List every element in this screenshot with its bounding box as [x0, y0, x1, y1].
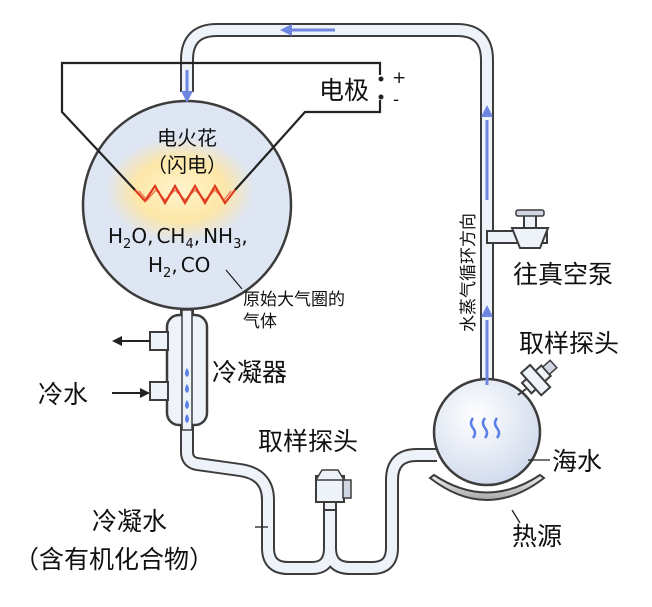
vacuum-valve — [510, 209, 550, 249]
sea-water-flask — [428, 359, 558, 501]
plus-label: + — [392, 68, 406, 88]
steam-wave — [469, 417, 477, 439]
tube-inner — [182, 25, 492, 573]
heat-leader — [511, 509, 521, 524]
glass-tubing — [180, 23, 548, 575]
condenser — [112, 309, 209, 431]
water-drop — [185, 400, 189, 409]
down-flow-arrowhead — [181, 91, 193, 103]
text-labels: 电极 + - 电火花 （闪电） H2O,CH4,NH3, H2,CO 原始大气圈… — [14, 68, 619, 574]
electrode-label: 电极 — [319, 76, 369, 105]
condensed-water-label-1: 冷凝水 — [92, 507, 167, 536]
minus-label: - — [393, 90, 399, 110]
top-flow-arrowhead — [280, 24, 292, 36]
flow-arrows — [181, 24, 493, 385]
water-drop — [185, 368, 189, 377]
bottom-sampling-probe — [314, 469, 352, 503]
right-probe-label: 取样探头 — [519, 329, 619, 358]
right-electrode-wire — [234, 100, 382, 191]
primitive-atm-label-2: 气体 — [243, 312, 277, 332]
formula-line-1: H2O,CH4,NH3, — [108, 224, 248, 252]
cold-water-in-arrowhead — [140, 388, 150, 398]
atm-leader — [225, 269, 243, 290]
spark-zigzag — [134, 183, 236, 206]
spark-zigzag-inner — [138, 189, 232, 202]
lightning-label: （闪电） — [147, 153, 227, 177]
electrode-wires — [60, 61, 384, 206]
vapor-direction-label: 水蒸气循环方向 — [459, 213, 479, 332]
spark-glow — [106, 138, 254, 242]
vacuum-pump-label: 往真空泵 — [513, 260, 613, 289]
right-sampling-probe — [519, 359, 558, 397]
heat-source-plate — [428, 473, 546, 501]
cold-water-label: 冷水 — [38, 380, 88, 409]
leader-lines — [225, 269, 550, 528]
condensed-water-label-2: （含有机化合物） — [14, 545, 214, 574]
terminal-plus — [378, 76, 384, 82]
water-drop — [185, 384, 189, 393]
spark-label: 电火花 — [157, 126, 217, 150]
cold-water-out-arrowhead — [112, 336, 122, 346]
condenser-label: 冷凝器 — [212, 358, 287, 387]
condenser-inlet-port — [149, 381, 169, 401]
valve-body — [510, 227, 550, 249]
right-probe-neck — [517, 388, 527, 396]
formula-line-2: H2,CO — [148, 253, 210, 281]
left-electrode-wire — [60, 61, 382, 191]
seawater-label: 海水 — [552, 447, 602, 476]
steam-wave — [493, 417, 501, 439]
primitive-atm-label-1: 原始大气圈的 — [243, 290, 345, 310]
heat-source-label: 热源 — [512, 522, 562, 551]
terminal-minus — [378, 94, 384, 100]
up-flow-arrowhead-1 — [481, 105, 493, 117]
valve-handle — [515, 209, 545, 217]
steam-wave — [481, 417, 489, 439]
up-flow-arrowhead-2 — [481, 305, 493, 317]
spark-flask — [81, 99, 293, 311]
condenser-outlet-port — [149, 331, 169, 351]
bottom-probe-label: 取样探头 — [258, 427, 358, 456]
water-drop — [185, 414, 189, 423]
